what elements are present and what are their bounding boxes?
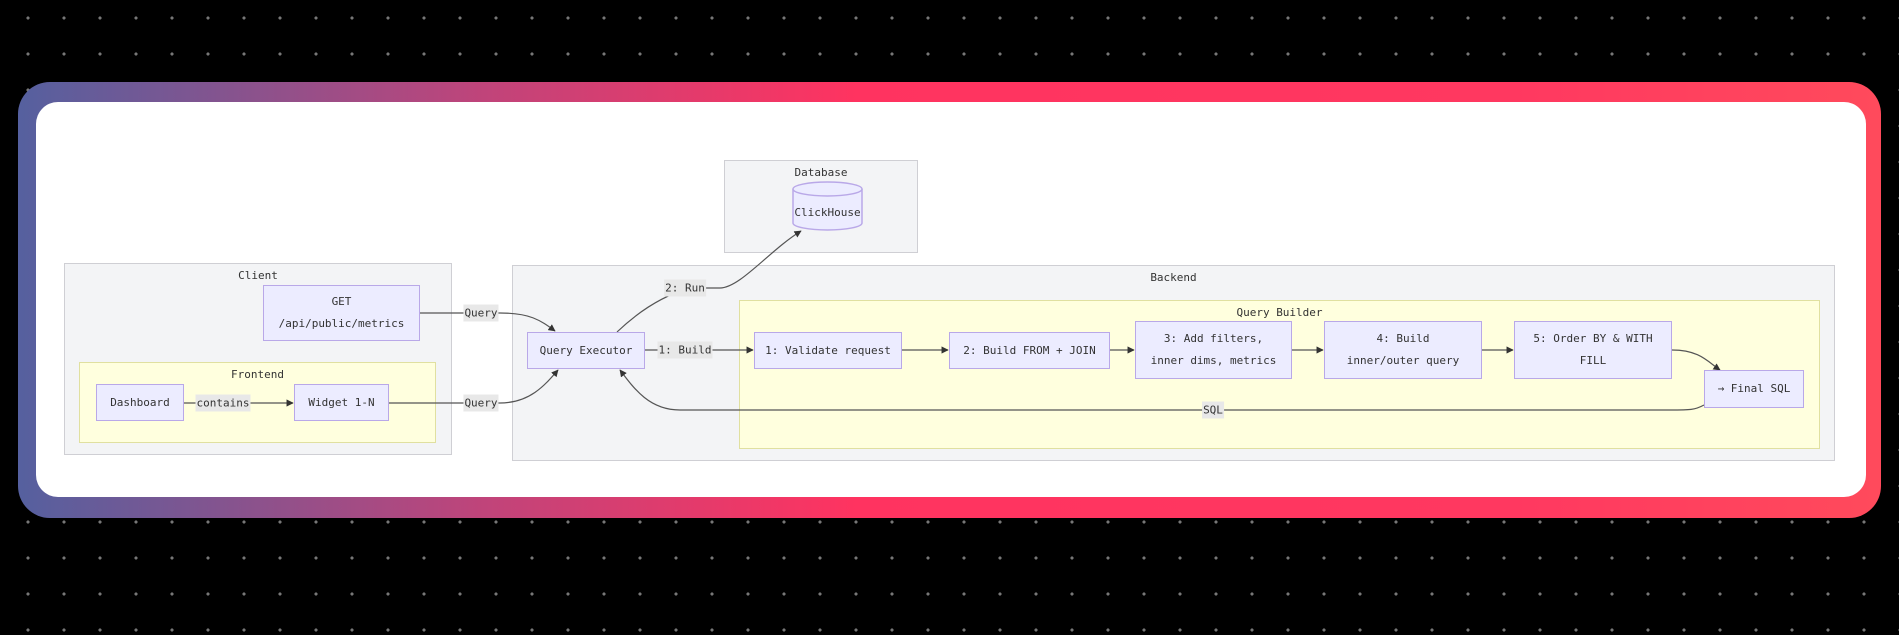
edge-sql-return <box>619 369 1705 411</box>
edge-label-build: 1: Build <box>657 341 713 359</box>
edge-step5-final <box>1671 349 1721 371</box>
node-step2-build-from: 2: Build FROM + JOIN <box>949 332 1110 369</box>
cluster-title: Database <box>794 166 848 179</box>
node-clickhouse: ClickHouse <box>794 206 861 219</box>
node-query-executor: Query Executor <box>527 332 645 369</box>
edge-label-get-query: Query <box>463 304 499 322</box>
node-widget: Widget 1-N <box>294 384 389 421</box>
edge-label-run: 2: Run <box>664 279 706 297</box>
node-get-endpoint: GET /api/public/metrics <box>263 285 420 341</box>
edge-label-contains: contains <box>195 394 251 412</box>
node-final-sql: → Final SQL <box>1704 370 1804 408</box>
edge-label-sql: SQL <box>1202 401 1224 419</box>
node-step1-validate: 1: Validate request <box>754 332 902 369</box>
cluster-database: Database <box>724 160 918 253</box>
cluster-title: Frontend <box>231 368 284 381</box>
node-step5-order-by: 5: Order BY & WITH FILL <box>1514 321 1672 379</box>
cluster-title: Client <box>238 269 278 282</box>
node-dashboard: Dashboard <box>96 384 184 421</box>
cluster-title: Backend <box>1150 271 1197 284</box>
edge-get-query <box>420 312 556 332</box>
edge-run <box>616 230 802 333</box>
clickhouse-cylinder <box>792 181 863 231</box>
edge-label-widget-query: Query <box>463 394 499 412</box>
node-step4-inner-outer: 4: Build inner/outer query <box>1324 321 1482 379</box>
cluster-title: Query Builder <box>1236 306 1323 319</box>
node-step3-filters: 3: Add filters, inner dims, metrics <box>1135 321 1292 379</box>
edge-widget-query <box>389 369 559 404</box>
